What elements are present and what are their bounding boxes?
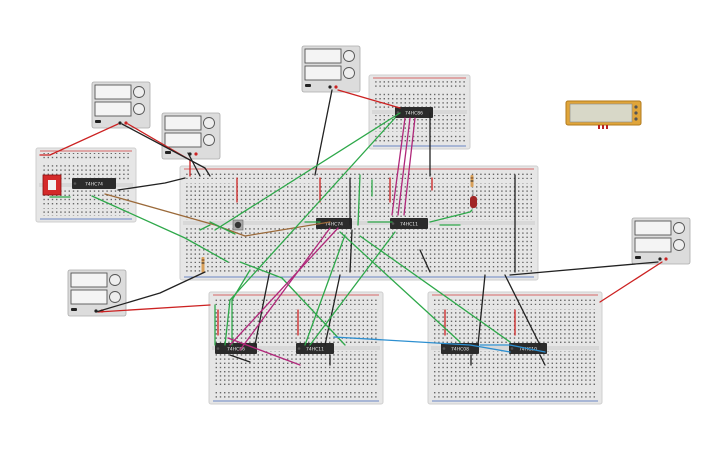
knob-icon[interactable] xyxy=(203,117,215,129)
knob-icon[interactable] xyxy=(203,134,215,146)
wire[interactable] xyxy=(419,249,431,273)
wire[interactable] xyxy=(397,117,411,216)
wire[interactable] xyxy=(357,174,361,226)
chip-label: 74HC74 xyxy=(325,222,343,228)
lcd-display-icon[interactable] xyxy=(565,100,642,129)
wire[interactable] xyxy=(314,89,333,176)
wire[interactable] xyxy=(239,227,331,351)
power-supply[interactable] xyxy=(631,217,691,265)
power-supply[interactable] xyxy=(91,81,151,129)
chip-label: 74HC10 xyxy=(519,347,537,353)
wire[interactable] xyxy=(324,274,341,346)
wire[interactable] xyxy=(227,337,301,366)
components: 74HC74 74HC86 74HC74 74HC11 74HC86 74HC11 74HC… xyxy=(42,107,547,354)
ic-chip[interactable]: 74HC11 xyxy=(390,218,428,229)
wire[interactable] xyxy=(504,274,541,346)
wire[interactable] xyxy=(231,269,251,346)
power-supply[interactable] xyxy=(67,269,127,317)
wire[interactable] xyxy=(304,234,346,346)
chip-label: 74HC86 xyxy=(227,347,245,353)
wire[interactable] xyxy=(209,221,236,235)
wire[interactable] xyxy=(391,117,406,216)
breadboards xyxy=(35,74,603,405)
wire[interactable] xyxy=(429,209,473,223)
wire[interactable] xyxy=(95,271,206,313)
wire[interactable] xyxy=(349,229,353,273)
wire[interactable] xyxy=(337,89,401,109)
ic-chip[interactable]: 74HC08 xyxy=(441,343,479,354)
wire[interactable] xyxy=(117,177,186,191)
chip-label: 74HC11 xyxy=(306,347,324,353)
chip-label: 74HC74 xyxy=(85,182,103,188)
wire[interactable] xyxy=(49,123,119,156)
knob-icon[interactable] xyxy=(343,67,355,79)
knob-icon[interactable] xyxy=(133,86,145,98)
chip-label: 74HC86 xyxy=(405,111,423,117)
wire[interactable] xyxy=(224,117,396,346)
wire[interactable] xyxy=(229,227,339,346)
ic-chip[interactable]: 74HC74 xyxy=(72,178,116,189)
ic-chip[interactable]: 74HC86 xyxy=(215,343,257,354)
chip-label: 74HC11 xyxy=(400,222,418,228)
wire[interactable] xyxy=(104,193,331,237)
power-supply[interactable] xyxy=(301,45,361,93)
wire[interactable] xyxy=(539,354,546,366)
wire[interactable] xyxy=(359,235,511,343)
resistor-icon[interactable] xyxy=(201,257,205,273)
wires xyxy=(39,89,663,366)
wire[interactable] xyxy=(309,231,396,346)
wire[interactable] xyxy=(339,231,461,343)
knob-icon[interactable] xyxy=(343,50,355,62)
breadboard[interactable] xyxy=(179,165,539,281)
wire[interactable] xyxy=(187,152,201,177)
wire[interactable] xyxy=(254,269,271,346)
wire[interactable] xyxy=(509,261,659,276)
wire[interactable] xyxy=(333,336,511,353)
wire[interactable] xyxy=(477,274,486,346)
power-supplies xyxy=(67,45,691,317)
knob-icon[interactable] xyxy=(109,291,121,303)
wire[interactable] xyxy=(97,304,211,313)
wire[interactable] xyxy=(91,195,229,263)
wire[interactable] xyxy=(229,354,251,363)
wire[interactable] xyxy=(214,112,401,231)
power-supply[interactable] xyxy=(161,112,221,160)
knob-icon[interactable] xyxy=(673,222,685,234)
knob-icon[interactable] xyxy=(673,239,685,251)
led-icon[interactable] xyxy=(470,190,477,208)
ic-chip[interactable]: 74HC11 xyxy=(296,343,334,354)
wire[interactable] xyxy=(479,344,546,353)
wire[interactable] xyxy=(239,261,346,346)
wire[interactable] xyxy=(403,117,416,216)
ic-chip[interactable]: 74HC86 xyxy=(395,107,433,118)
wire[interactable] xyxy=(599,261,663,303)
chip-label: 74HC08 xyxy=(451,347,469,353)
knob-icon[interactable] xyxy=(109,274,121,286)
slide-switch-icon[interactable] xyxy=(42,174,62,196)
wire[interactable] xyxy=(199,224,211,231)
pushbutton-icon[interactable] xyxy=(232,219,244,231)
resistor-icon[interactable] xyxy=(470,175,474,187)
wire[interactable] xyxy=(121,123,211,177)
knob-icon[interactable] xyxy=(133,103,145,115)
